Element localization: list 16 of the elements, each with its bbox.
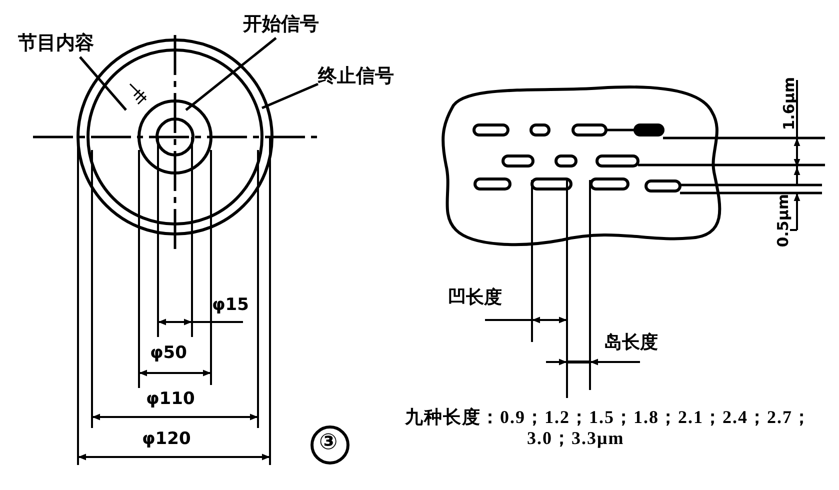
dimension-label: 0.5μm [775,194,792,248]
dimension-label: φ120 [142,430,191,450]
dimension-label: 1.6μm [781,77,798,130]
leader-line [185,37,277,111]
dimension-label: φ110 [146,390,195,410]
part-label: 凹长度 [448,288,502,309]
callout-label: 终止信号 [318,66,394,87]
dimension-label: φ15 [212,296,249,316]
figure-number: ③ [319,430,338,456]
leader-line [79,56,127,111]
dimension-label: φ50 [150,344,187,364]
part-label: 岛长度 [604,333,658,354]
callout-label: 开始信号 [243,14,319,35]
note: 九种长度：0.9；1.2；1.5；1.8；2.1；2.4；2.7；3.0；3.3μm [405,407,812,448]
leader-line [262,82,318,110]
callout-label: 节目内容 [18,33,94,54]
